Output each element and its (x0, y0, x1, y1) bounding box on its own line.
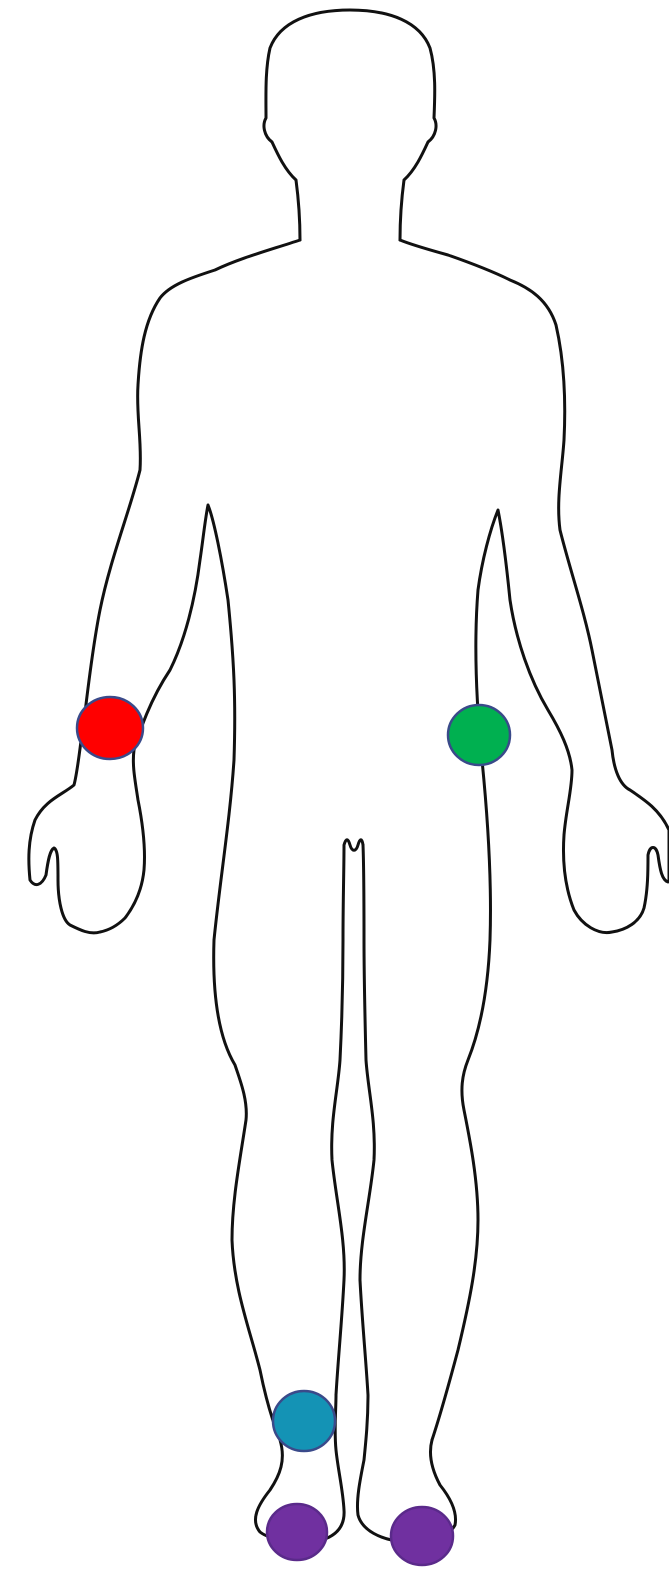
right-wrist-marker (77, 697, 143, 759)
left-inner-leg-outline (332, 840, 363, 1395)
right-foot-marker (267, 1504, 327, 1560)
head-outline (264, 10, 436, 240)
right-inner-leg-outline (357, 845, 455, 1542)
right-arm-outline (400, 240, 669, 1440)
left-hip-marker (448, 705, 510, 765)
right-ankle-marker (273, 1391, 335, 1451)
left-foot-marker (391, 1507, 453, 1565)
left-arm-outline (29, 240, 344, 1542)
